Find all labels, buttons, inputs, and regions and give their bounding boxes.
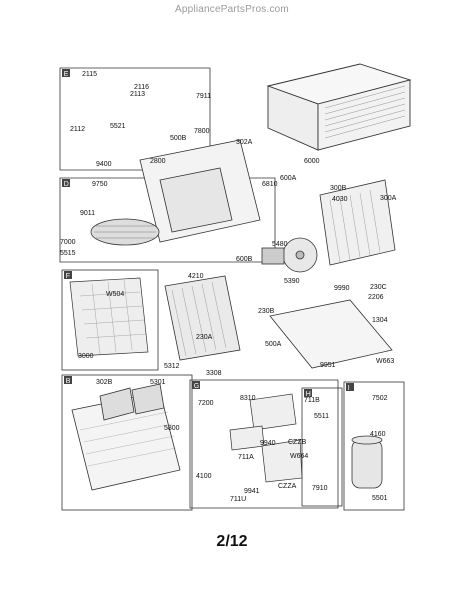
part-number-label: 2115 bbox=[82, 71, 97, 78]
part-number-label: 711B bbox=[304, 397, 320, 404]
section-marker: E bbox=[64, 71, 69, 78]
compressor bbox=[351, 435, 383, 489]
part-number-label: 300B bbox=[330, 185, 347, 192]
part-number-label: 6810 bbox=[262, 181, 278, 188]
frame-g bbox=[189, 379, 339, 509]
part-number-label: 500A bbox=[265, 341, 282, 348]
part-number-label: 6000 bbox=[304, 158, 320, 165]
part-number-label: 230C bbox=[370, 284, 387, 291]
part-number-label: 600A bbox=[280, 175, 297, 182]
frame-i bbox=[343, 381, 405, 511]
control-box bbox=[229, 393, 303, 483]
part-number-label: 5800 bbox=[164, 425, 180, 432]
section-marker-box bbox=[192, 381, 200, 389]
section-marker-box bbox=[62, 69, 70, 77]
part-number-label: 2206 bbox=[368, 294, 384, 301]
part-number-label: 7000 bbox=[60, 239, 76, 246]
part-number-label: 2113 bbox=[130, 91, 145, 98]
section-marker: G bbox=[194, 383, 199, 390]
part-number-label: 600B bbox=[236, 256, 253, 263]
fan-motor bbox=[261, 247, 285, 265]
site-header: AppliancePartsPros.com bbox=[175, 4, 289, 15]
part-number-label: 4210 bbox=[188, 273, 204, 280]
part-number-label: 711U bbox=[230, 496, 246, 503]
frame-h bbox=[301, 387, 343, 507]
part-number-label: CZZB bbox=[288, 439, 307, 446]
part-number-label: 3308 bbox=[206, 370, 222, 377]
part-number-label: 5521 bbox=[110, 123, 126, 130]
part-number-label: 230B bbox=[258, 308, 275, 315]
cabinet-sleeve bbox=[266, 63, 412, 151]
part-number-label: 9011 bbox=[80, 210, 95, 217]
section-marker-box bbox=[304, 389, 312, 397]
part-number-label: 9951 bbox=[320, 362, 336, 369]
part-number-label: 4030 bbox=[332, 196, 348, 203]
part-number-label: 302A bbox=[236, 139, 253, 146]
part-number-label: 300A bbox=[380, 195, 397, 202]
part-number-label: 4100 bbox=[196, 473, 212, 480]
part-number-label: 2116 bbox=[134, 84, 149, 91]
part-number-label: 1304 bbox=[372, 317, 388, 324]
section-marker: H bbox=[306, 391, 311, 398]
part-number-label: 230A bbox=[196, 334, 213, 341]
scroll-housing bbox=[159, 167, 233, 233]
part-number-label: 302B bbox=[96, 379, 113, 386]
part-number-label: 7200 bbox=[198, 400, 214, 407]
part-number-label: 711A bbox=[238, 454, 254, 461]
part-number-label: 5301 bbox=[150, 379, 166, 386]
part-number-label: W664 bbox=[290, 453, 308, 460]
air-filter bbox=[69, 277, 149, 357]
condenser-coil bbox=[319, 179, 396, 266]
section-marker-box bbox=[64, 271, 72, 279]
part-number-label: 2800 bbox=[150, 158, 166, 165]
part-number-label: 5501 bbox=[372, 495, 388, 502]
section-marker-box bbox=[62, 179, 70, 187]
part-number-label: 9941 bbox=[244, 488, 260, 495]
part-number-label: 7910 bbox=[312, 485, 328, 492]
part-number-label: 9990 bbox=[334, 285, 350, 292]
part-number-label: 9750 bbox=[92, 181, 108, 188]
section-marker-box bbox=[346, 383, 354, 391]
part-number-label: 7502 bbox=[372, 395, 388, 402]
frame-b bbox=[61, 374, 193, 511]
part-number-label: 7800 bbox=[194, 128, 210, 135]
part-number-label: 500B bbox=[170, 135, 187, 142]
section-marker: B bbox=[66, 378, 71, 385]
part-number-label: 7911 bbox=[196, 93, 211, 100]
evaporator-coil bbox=[164, 275, 241, 361]
page-number: 2/12 bbox=[216, 533, 248, 550]
base-pan bbox=[269, 299, 393, 369]
part-number-label: CZZA bbox=[278, 483, 297, 490]
part-number-label: W663 bbox=[376, 358, 394, 365]
part-number-label: 9940 bbox=[260, 440, 276, 447]
section-marker-box bbox=[64, 376, 72, 384]
front-grille bbox=[71, 383, 181, 491]
section-marker: I bbox=[348, 385, 350, 392]
section-marker: F bbox=[66, 273, 70, 280]
part-number-label: 5511 bbox=[314, 413, 329, 420]
part-number-label: W504 bbox=[106, 291, 124, 298]
part-number-label: 3000 bbox=[78, 353, 94, 360]
part-number-label: 5312 bbox=[164, 363, 180, 370]
part-number-label: 4160 bbox=[370, 431, 386, 438]
part-number-label: 8310 bbox=[240, 395, 256, 402]
part-number-label: 5515 bbox=[60, 250, 76, 257]
section-marker: D bbox=[64, 181, 69, 188]
frame-f bbox=[61, 269, 159, 371]
part-number-label: 5480 bbox=[272, 241, 288, 248]
part-number-label: 9400 bbox=[96, 161, 112, 168]
part-number-label: 2112 bbox=[70, 126, 85, 133]
part-number-label: 5390 bbox=[284, 278, 300, 285]
